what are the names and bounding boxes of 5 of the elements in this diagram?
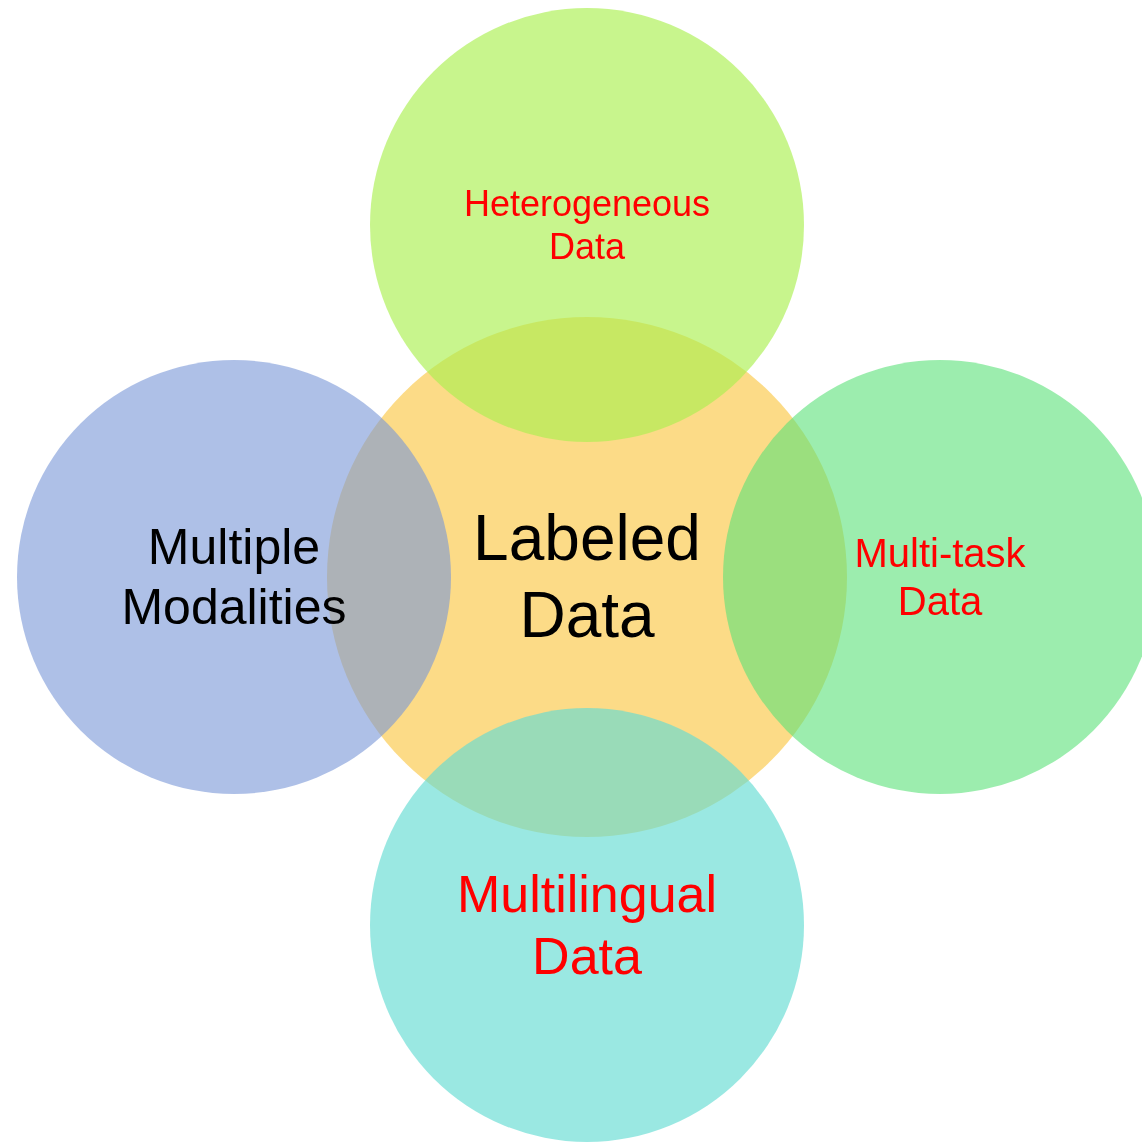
circle-label: Multi-task Data xyxy=(853,530,1027,625)
circle-label: Multiple Modalities xyxy=(120,518,348,637)
circle-label: Multilingual Data xyxy=(455,863,719,987)
circle-label: Labeled Data xyxy=(472,501,702,653)
circle-label: Heterogeneous Data xyxy=(462,181,712,269)
